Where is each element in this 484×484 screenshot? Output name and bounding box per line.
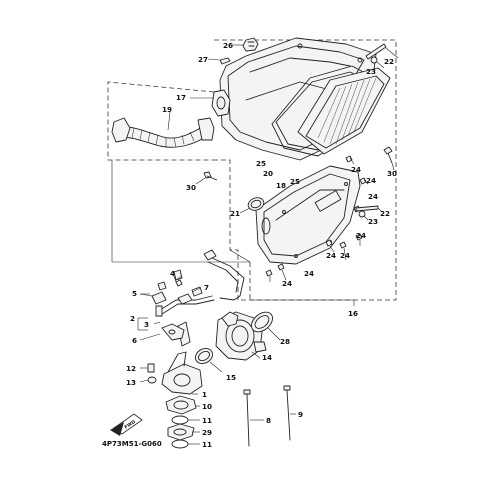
label-22a: 22 bbox=[384, 57, 394, 66]
part-bolt-22b bbox=[355, 205, 383, 213]
part-oring-11b bbox=[171, 439, 200, 449]
part-clip-26 bbox=[232, 37, 259, 52]
part-joint-1 bbox=[161, 321, 203, 395]
label-20: 20 bbox=[263, 169, 273, 178]
label-16: 16 bbox=[348, 309, 358, 318]
part-hoses-7 bbox=[159, 249, 245, 315]
label-19: 19 bbox=[162, 105, 172, 114]
part-bolt-30b bbox=[383, 146, 395, 171]
part-clamp-28 bbox=[251, 311, 281, 341]
label-25a: 25 bbox=[256, 159, 266, 168]
part-bolt-9 bbox=[283, 385, 296, 441]
label-13: 13 bbox=[126, 378, 136, 387]
part-bolt-30a bbox=[195, 171, 218, 185]
label-12: 12 bbox=[126, 364, 136, 373]
assembly-lines bbox=[111, 160, 355, 306]
label-14: 14 bbox=[262, 353, 272, 362]
part-gasket-29 bbox=[167, 423, 200, 441]
label-29: 29 bbox=[202, 428, 212, 437]
label-1: 1 bbox=[202, 390, 207, 399]
label-24d: 24 bbox=[356, 231, 366, 240]
part-screws-24 bbox=[277, 155, 369, 281]
label-5: 5 bbox=[132, 289, 137, 298]
label-23b: 23 bbox=[368, 217, 378, 226]
label-26: 26 bbox=[223, 41, 233, 50]
fwd-arrow-icon: FWD bbox=[110, 413, 143, 436]
label-4: 4 bbox=[170, 269, 175, 278]
label-24e: 24 bbox=[326, 251, 336, 260]
diagram-code: 4P73M51-G060 bbox=[102, 440, 162, 448]
label-24c: 24 bbox=[368, 192, 378, 201]
label-24g-b: 24 bbox=[282, 279, 292, 288]
part-element-20 bbox=[297, 67, 391, 155]
part-hose-19 bbox=[111, 111, 215, 148]
part-screw-23a bbox=[370, 56, 385, 69]
group-box-airbox bbox=[107, 39, 397, 301]
part-bolt-4 bbox=[173, 275, 183, 287]
part-bracket-6 bbox=[139, 323, 185, 341]
label-24f: 24 bbox=[340, 251, 350, 260]
part-throttle-body-14 bbox=[215, 311, 267, 361]
label-6: 6 bbox=[132, 336, 137, 345]
part-sensor-2 bbox=[137, 269, 193, 331]
label-22b: 22 bbox=[380, 209, 390, 218]
label-30b: 30 bbox=[387, 169, 397, 178]
label-21: 21 bbox=[230, 209, 240, 218]
part-oring-11a bbox=[171, 415, 200, 425]
fwd-label: FWD bbox=[124, 419, 137, 430]
part-cover-18 bbox=[255, 165, 361, 265]
part-clamp-21 bbox=[239, 197, 265, 214]
part-bolt-22a bbox=[365, 43, 399, 60]
part-pin-27 bbox=[207, 57, 231, 65]
label-24a: 24 bbox=[351, 165, 361, 174]
label-17: 17 bbox=[176, 93, 186, 102]
label-11a: 11 bbox=[202, 416, 212, 425]
part-clamp-15 bbox=[195, 348, 223, 373]
label-3: 3 bbox=[144, 320, 149, 329]
label-30a: 30 bbox=[186, 183, 196, 192]
label-24g-a: 24 bbox=[304, 269, 314, 278]
label-18: 18 bbox=[276, 181, 286, 190]
label-24b: 24 bbox=[366, 176, 376, 185]
label-9: 9 bbox=[298, 410, 303, 419]
label-23a: 23 bbox=[366, 67, 376, 76]
part-bolt-8 bbox=[243, 389, 264, 447]
part-bolt-12 bbox=[140, 363, 155, 373]
label-28: 28 bbox=[280, 337, 290, 346]
part-collar-13 bbox=[139, 376, 157, 384]
label-15: 15 bbox=[226, 373, 236, 382]
part-screw-23b bbox=[358, 210, 369, 221]
label-27: 27 bbox=[198, 55, 208, 64]
label-8: 8 bbox=[266, 416, 271, 425]
label-11b: 11 bbox=[202, 440, 212, 449]
part-screw-24-left bbox=[265, 269, 273, 282]
label-7: 7 bbox=[204, 283, 209, 292]
label-10: 10 bbox=[202, 402, 212, 411]
label-2: 2 bbox=[130, 314, 135, 323]
part-insulator-10 bbox=[165, 395, 200, 415]
label-25b: 25 bbox=[290, 177, 300, 186]
callout-labels: 26 27 17 19 30 25 25 20 18 21 23 22 30 2… bbox=[102, 41, 397, 449]
